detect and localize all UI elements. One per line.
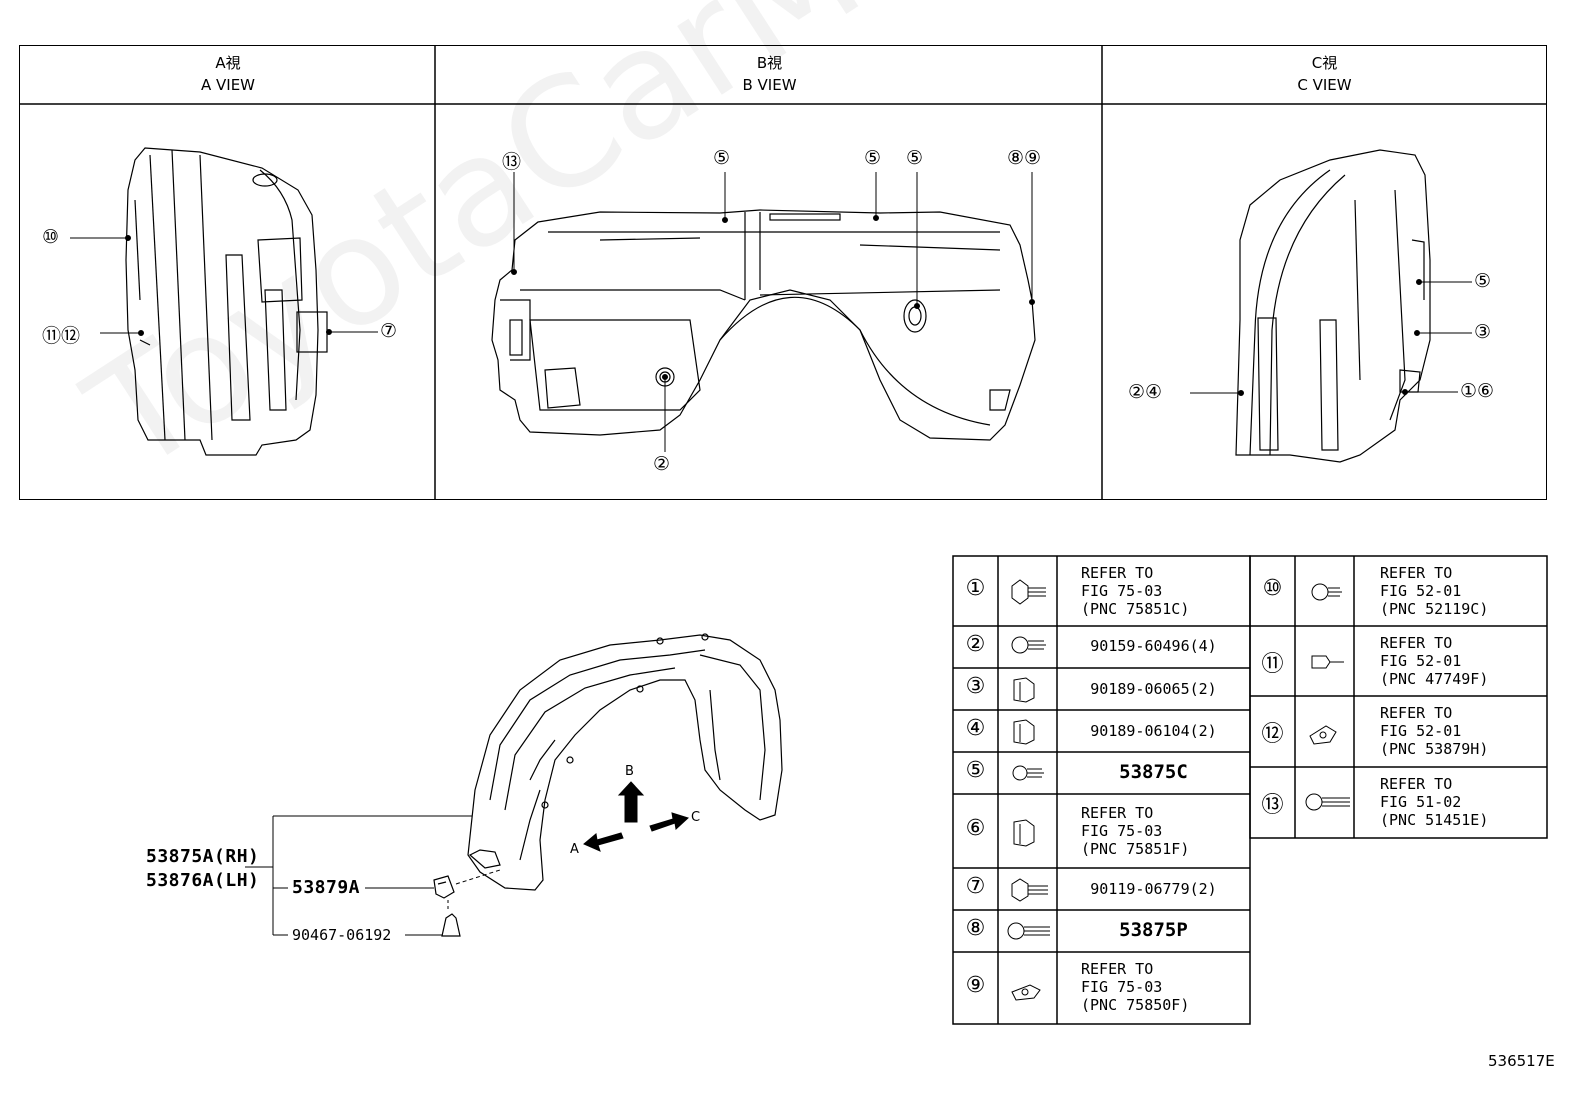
callout-b-2: ② (653, 453, 671, 475)
screw-icon-8 (1007, 922, 1050, 940)
label-nut-part: 90467-06192 (292, 926, 392, 944)
callout-b-5c: ⑤ (906, 147, 924, 169)
table-row-num-9: ⑨ (965, 973, 986, 998)
a-view-leaders (70, 235, 378, 336)
nut-icon-12 (1309, 725, 1337, 745)
table-row-num-2: ② (965, 632, 986, 657)
table-row-num-10: ⑩ (1262, 576, 1283, 601)
view-arrows (583, 781, 689, 852)
arrow-a-label: A (570, 842, 579, 857)
view-c-en: C VIEW (1297, 76, 1352, 94)
table-row-num-12: ⑫ (1261, 722, 1284, 747)
table-row-text-6: REFER TO FIG 75-03 (PNC 75851F) (1081, 804, 1190, 858)
view-c-jp: C視 (1311, 54, 1338, 72)
table-row-text-2: 90159-60496(4) (1090, 637, 1217, 655)
table-row-num-8: ⑧ (965, 916, 986, 941)
nut-icon-6 (1013, 819, 1035, 847)
callout-c-3: ③ (1474, 321, 1492, 343)
arrow-c-label: C (691, 810, 701, 825)
table-row-num-7: ⑦ (965, 874, 986, 899)
callout-c-1-6: ①⑥ (1460, 380, 1495, 402)
arrow-a (583, 832, 624, 852)
c-view-leaders (1190, 279, 1472, 396)
view-b-en: B VIEW (742, 76, 797, 94)
table-row-num-5: ⑤ (965, 758, 986, 783)
clip-icon-5 (1012, 765, 1044, 781)
table-row-text-10: REFER TO FIG 52-01 (PNC 52119C) (1380, 564, 1489, 618)
table-row-num-13: ⑬ (1261, 793, 1284, 818)
bolt-icon-1 (1011, 579, 1046, 605)
main-leaders (245, 815, 501, 936)
table-row-text-12: REFER TO FIG 52-01 (PNC 53879H) (1380, 704, 1489, 758)
callout-c-2-4: ②④ (1128, 381, 1163, 403)
nut-90467 (441, 913, 461, 937)
view-header-c: C視 C VIEW (1103, 46, 1546, 104)
label-liner-rh: 53875A(RH) (146, 846, 260, 867)
table-row-text-5: 53875C (1119, 761, 1188, 783)
bolt-icon-7 (1011, 878, 1048, 902)
table-row-text-7: 90119-06779(2) (1090, 880, 1217, 898)
clip-icon-11 (1311, 655, 1344, 669)
table-row-num-11: ⑪ (1261, 652, 1284, 677)
callout-a-11-12: ⑪⑫ (42, 325, 81, 347)
label-clip-part: 53879A (292, 877, 361, 898)
callout-b-5b: ⑤ (864, 147, 882, 169)
callout-b-8-9: ⑧⑨ (1007, 147, 1042, 169)
clip-icon-10 (1311, 583, 1342, 601)
label-liner-lh: 53876A(LH) (146, 870, 260, 891)
arrow-b-label: B (625, 764, 634, 779)
c-view-liner-drawing (1235, 149, 1431, 463)
nut-icon-4 (1013, 719, 1035, 745)
table-row-text-9: REFER TO FIG 75-03 (PNC 75850F) (1081, 960, 1190, 1014)
a-view-liner-drawing (125, 147, 328, 456)
table-row-text-4: 90189-06104(2) (1090, 722, 1217, 740)
arrow-b (617, 781, 645, 823)
arrow-c (649, 812, 689, 832)
clip-53879a (433, 875, 455, 899)
fender-liner-3d (467, 633, 783, 891)
table-row-text-3: 90189-06065(2) (1090, 680, 1217, 698)
fastener-icons (1007, 579, 1350, 1001)
nut-icon-3 (1013, 677, 1035, 703)
table-row-text-13: REFER TO FIG 51-02 (PNC 51451E) (1380, 775, 1489, 829)
screw-icon-2 (1011, 636, 1046, 654)
bolt-icon-13 (1305, 793, 1350, 811)
views-frame: A視 A VIEW B視 B VIEW C視 C VIEW (19, 45, 1547, 500)
table-row-num-3: ③ (965, 674, 986, 699)
b-view-leaders (511, 172, 1035, 452)
callout-a-10: ⑩ (42, 226, 60, 248)
callout-b-13: ⑬ (502, 151, 522, 173)
view-a-jp: A視 (215, 54, 241, 72)
views-drawings (19, 45, 1547, 500)
table-row-num-4: ④ (965, 716, 986, 741)
callout-a-7: ⑦ (380, 320, 398, 342)
table-row-text-1: REFER TO FIG 75-03 (PNC 75851C) (1081, 564, 1190, 618)
table-row-text-11: REFER TO FIG 52-01 (PNC 47749F) (1380, 634, 1489, 688)
nut-icon-9 (1011, 984, 1041, 1001)
figure-code: 536517E (1488, 1052, 1555, 1070)
callout-c-5: ⑤ (1474, 270, 1492, 292)
table-row-num-6: ⑥ (965, 816, 986, 841)
view-header-b: B視 B VIEW (436, 46, 1103, 104)
table-row-text-8: 53875P (1119, 919, 1188, 941)
view-a-en: A VIEW (200, 76, 256, 94)
view-header-a: A視 A VIEW (20, 46, 436, 104)
callout-b-5a: ⑤ (713, 147, 731, 169)
b-view-liner-drawing (491, 209, 1036, 441)
view-b-jp: B視 (756, 54, 783, 72)
table-row-num-1: ① (965, 576, 986, 601)
